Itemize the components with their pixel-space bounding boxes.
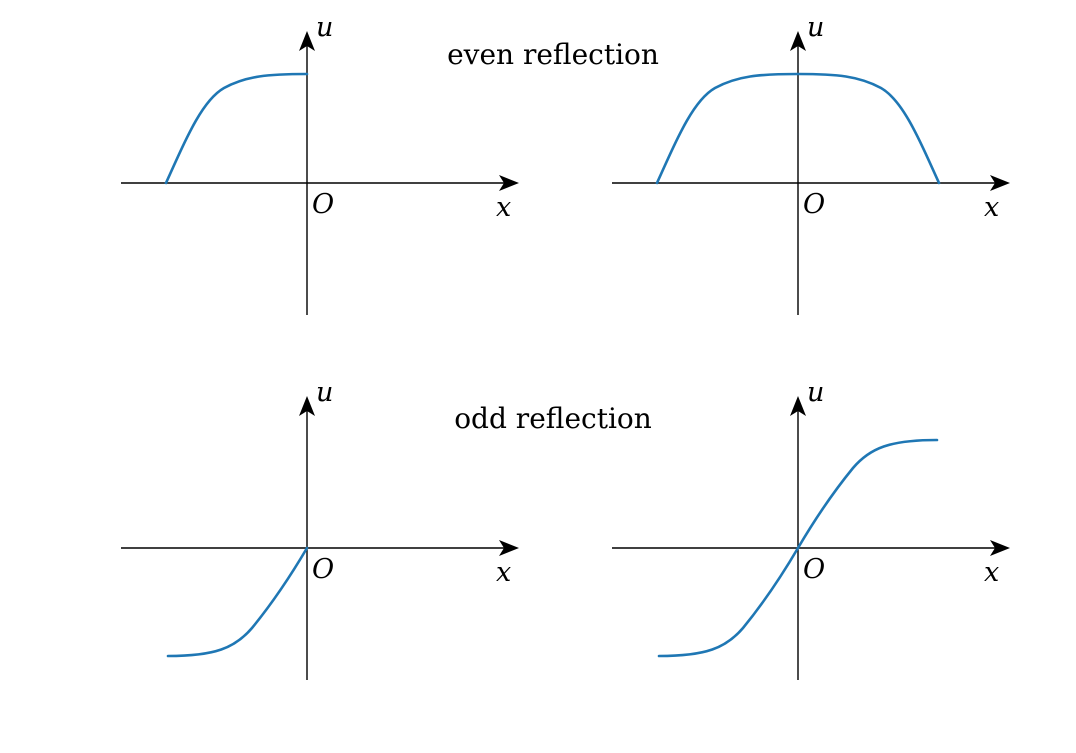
origin-label: O xyxy=(803,554,825,585)
panel-even-right: u O x xyxy=(612,12,1010,315)
even-extended-curve xyxy=(655,72,941,185)
origin-label: O xyxy=(312,189,334,220)
u-axis-arrowhead xyxy=(299,31,315,51)
half-curve xyxy=(164,72,309,185)
panel-even-left: u O x xyxy=(121,12,519,315)
origin-label: O xyxy=(803,189,825,220)
u-axis-arrowhead xyxy=(790,31,806,51)
panel-odd-right: u O x xyxy=(612,377,1010,680)
x-axis-label: x xyxy=(496,557,511,588)
odd-extended-curve xyxy=(657,438,939,658)
panel-odd-left: u O x xyxy=(121,377,519,680)
x-axis-arrowhead xyxy=(990,175,1010,191)
x-axis-label: x xyxy=(496,192,511,223)
caption-even-reflection: even reflection xyxy=(447,38,659,71)
u-axis-arrowhead xyxy=(299,396,315,416)
x-axis-arrowhead xyxy=(499,175,519,191)
x-axis-arrowhead xyxy=(499,540,519,556)
u-axis-label: u xyxy=(807,377,824,408)
x-axis-label: x xyxy=(984,557,999,588)
u-axis-label: u xyxy=(316,377,333,408)
u-axis-label: u xyxy=(316,12,333,43)
x-axis-arrowhead xyxy=(990,540,1010,556)
u-axis-label: u xyxy=(807,12,824,43)
half-curve xyxy=(166,546,309,658)
u-axis-arrowhead xyxy=(790,396,806,416)
caption-odd-reflection: odd reflection xyxy=(454,402,652,435)
origin-label: O xyxy=(312,554,334,585)
x-axis-label: x xyxy=(984,192,999,223)
